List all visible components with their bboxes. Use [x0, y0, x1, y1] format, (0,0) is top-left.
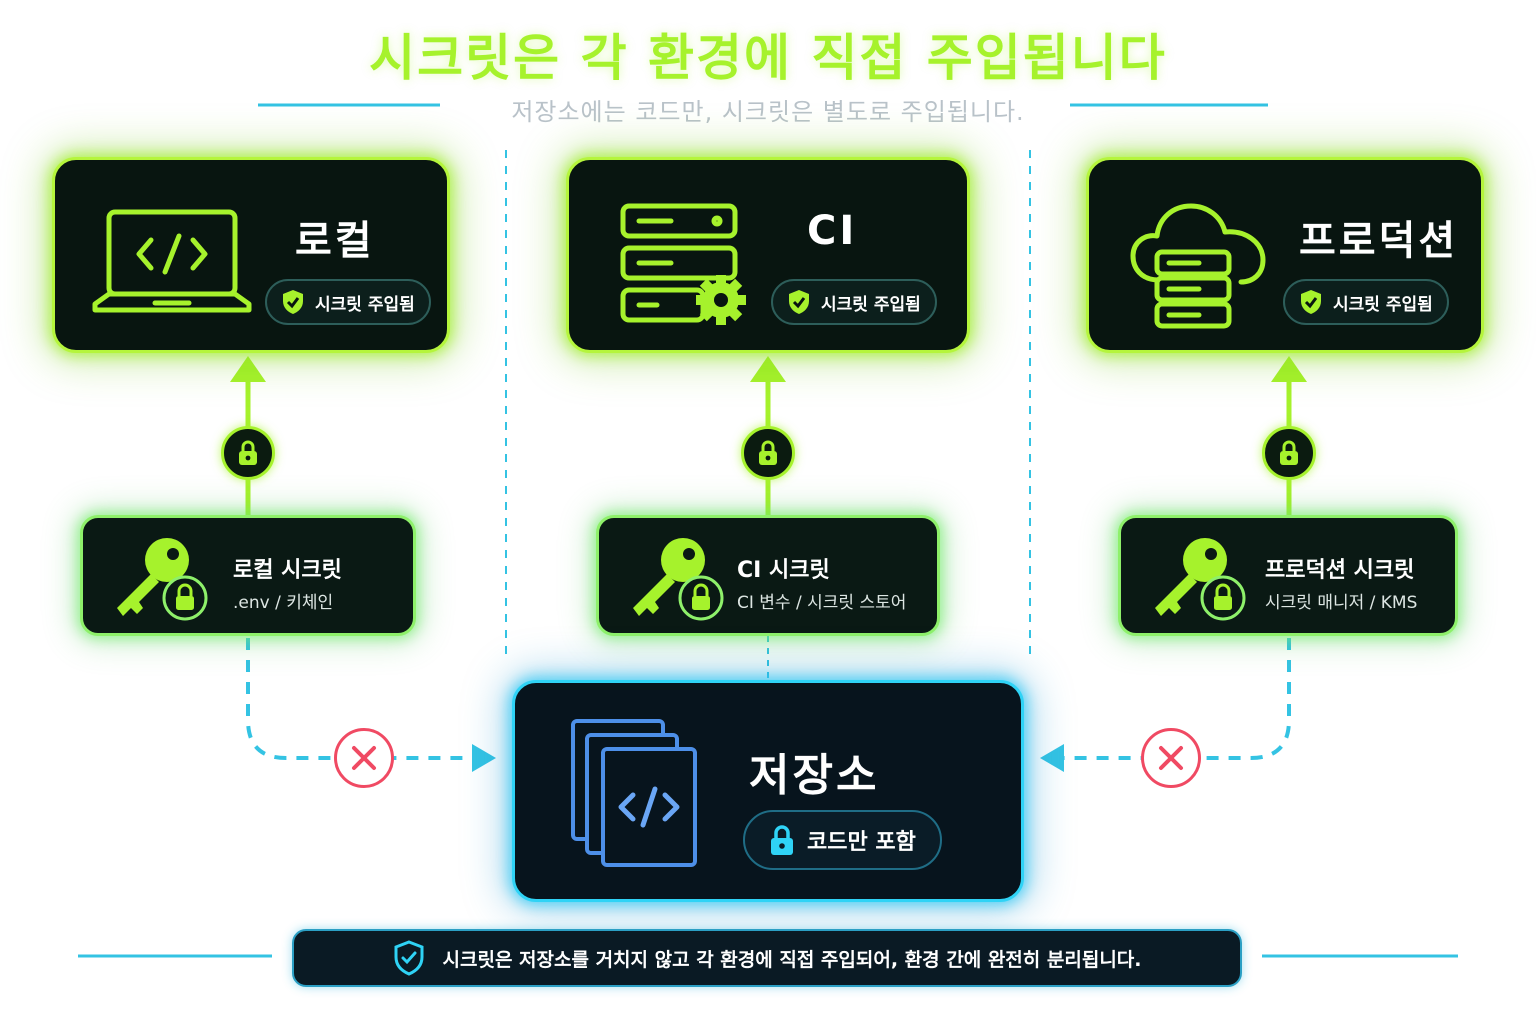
secret-subtitle: .env / 키체인 [233, 593, 334, 613]
code-files-icon [571, 719, 697, 867]
server-gear-icon [620, 203, 746, 325]
env-title: 로컬 [295, 218, 375, 264]
secret-card-local[interactable]: 로컬 시크릿 .env / 키체인 [80, 515, 416, 636]
lock-icon [221, 426, 275, 480]
page-title: 시크릿은 각 환경에 직접 주입됩니다 [369, 29, 1167, 87]
repository-title: 저장소 [749, 750, 880, 801]
secret-card-ci[interactable]: CI 시크릿 CI 변수 / 시크릿 스토어 [596, 515, 940, 636]
lock-icon [741, 426, 795, 480]
lock-icon [1262, 426, 1316, 480]
injected-badge: 시크릿 주입됨 [771, 279, 937, 325]
repository-card[interactable]: 저장소 코드만 포함 [512, 680, 1024, 902]
page-subtitle: 저장소에는 코드만, 시크릿은 별도로 주입됩니다. [511, 98, 1025, 126]
cloud-server-icon [1130, 203, 1266, 329]
footer-note: 시크릿은 저장소를 거치지 않고 각 환경에 직접 주입되어, 환경 간에 완전… [292, 929, 1242, 987]
env-card-ci[interactable]: CI 시크릿 주입됨 [566, 157, 970, 353]
secret-title: 프로덕션 시크릿 [1265, 558, 1415, 583]
secret-title: CI 시크릿 [737, 558, 830, 583]
key-lock-icon [117, 538, 208, 621]
laptop-code-icon [92, 209, 252, 313]
env-title: 프로덕션 [1299, 218, 1459, 264]
secret-title: 로컬 시크릿 [233, 558, 342, 583]
badge-label: 시크릿 주입됨 [315, 294, 415, 315]
shield-check-icon [1301, 290, 1321, 314]
blocked-x-icon [334, 728, 394, 788]
footer-text: 시크릿은 저장소를 거치지 않고 각 환경에 직접 주입되어, 환경 간에 완전… [442, 948, 1142, 971]
code-only-badge: 코드만 포함 [743, 810, 942, 870]
env-title: CI [807, 208, 858, 254]
env-card-local[interactable]: 로컬 시크릿 주입됨 [52, 157, 450, 353]
env-card-production[interactable]: 프로덕션 시크릿 주입됨 [1086, 157, 1484, 353]
shield-check-icon [283, 290, 303, 314]
shield-check-icon [789, 290, 809, 314]
badge-label: 코드만 포함 [807, 830, 916, 855]
key-lock-icon [1155, 538, 1246, 621]
secret-card-production[interactable]: 프로덕션 시크릿 시크릿 매니저 / KMS [1118, 515, 1458, 636]
secret-subtitle: CI 변수 / 시크릿 스토어 [737, 593, 907, 613]
injected-badge: 시크릿 주입됨 [265, 279, 431, 325]
blocked-x-icon [1141, 728, 1201, 788]
badge-label: 시크릿 주입됨 [821, 294, 921, 315]
shield-check-icon [394, 940, 423, 976]
lock-icon [771, 825, 793, 855]
key-lock-icon [633, 538, 724, 621]
badge-label: 시크릿 주입됨 [1333, 294, 1433, 315]
injected-badge: 시크릿 주입됨 [1283, 279, 1449, 325]
secret-subtitle: 시크릿 매니저 / KMS [1265, 593, 1418, 613]
